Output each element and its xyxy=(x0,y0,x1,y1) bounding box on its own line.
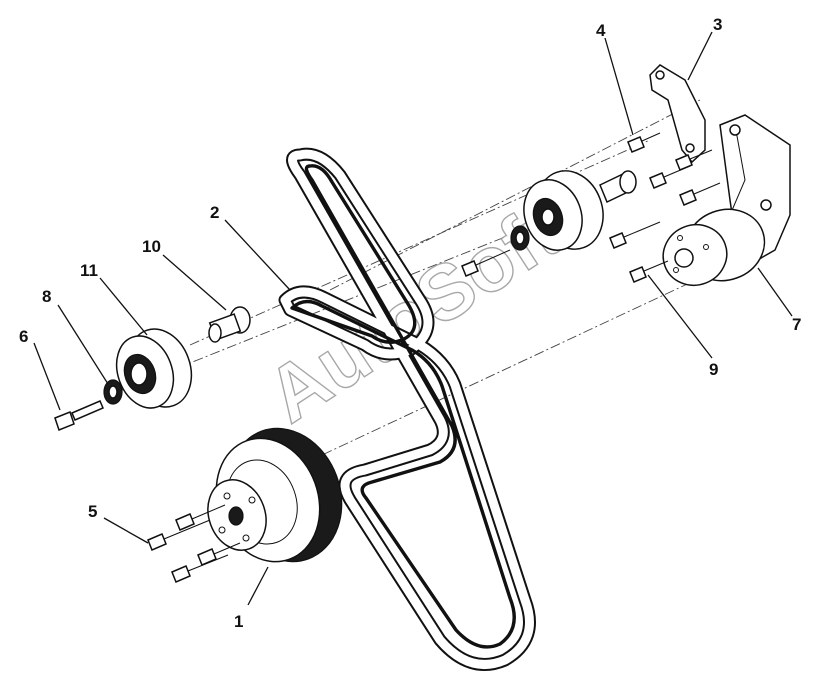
idler-spacer xyxy=(208,306,251,343)
callout-10: 10 xyxy=(142,237,161,256)
callout-1: 1 xyxy=(234,612,243,631)
callout-5: 5 xyxy=(88,502,97,521)
callout-9: 9 xyxy=(709,360,718,379)
callout-8: 8 xyxy=(42,287,51,306)
callout-11: 11 xyxy=(80,261,98,280)
callout-leaders xyxy=(33,31,793,606)
crankshaft-pulley xyxy=(207,427,343,563)
belt-tensioner xyxy=(662,114,791,286)
upper-idler-pulley xyxy=(510,170,637,251)
callout-7: 7 xyxy=(792,315,801,334)
pulley-bolts xyxy=(147,504,241,583)
tensioner-bolts xyxy=(461,132,721,283)
serpentine-belt xyxy=(278,147,536,671)
callout-3: 3 xyxy=(713,15,722,34)
mounting-bracket xyxy=(649,64,706,164)
callout-labels: 1 2 3 4 5 6 7 8 9 10 11 xyxy=(19,15,801,631)
idler-pulley xyxy=(115,328,193,409)
idler-bolt xyxy=(54,400,104,431)
washer xyxy=(103,379,123,405)
callout-6: 6 xyxy=(19,327,28,346)
callout-4: 4 xyxy=(596,21,606,40)
callout-2: 2 xyxy=(210,203,219,222)
